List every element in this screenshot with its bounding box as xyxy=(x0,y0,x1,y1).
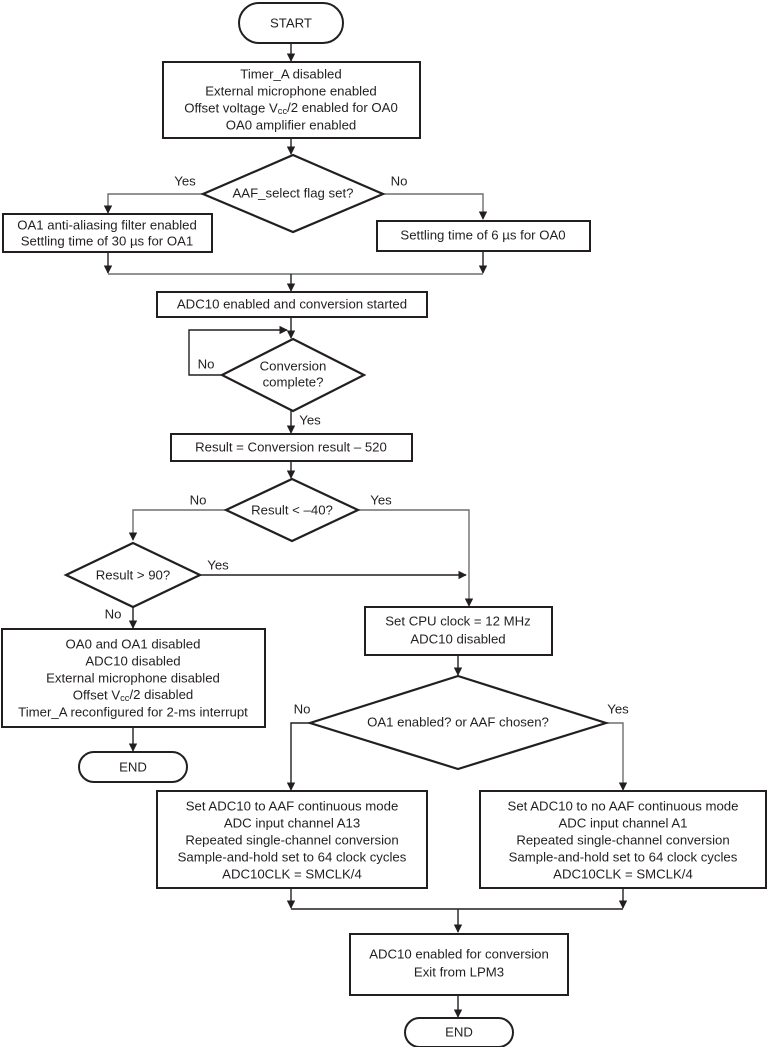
conversion-complete-shape xyxy=(219,337,367,413)
disable-all-line-2: ADC10 disabled xyxy=(85,653,180,668)
result-calc-shape xyxy=(170,433,413,462)
init-line-4: OA0 amplifier enabled xyxy=(226,117,356,132)
node-adc10-noaaf-mode[interactable]: Set ADC10 to no AAF continuous mode ADC … xyxy=(479,790,767,889)
node-adc10-enabled-conv[interactable]: ADC10 enabled for conversion Exit from L… xyxy=(349,933,569,996)
start-shape xyxy=(238,2,344,44)
edge-label-conv-no: No xyxy=(198,356,215,371)
disable-all-shape xyxy=(1,628,266,728)
edge-label-gt90-yes: Yes xyxy=(207,557,229,572)
start-label: START xyxy=(270,15,312,30)
edge-aaf-no xyxy=(383,193,488,220)
edge-conv-no-loop xyxy=(188,325,288,376)
node-adc10-aaf-mode[interactable]: Set ADC10 to AAF continuous mode ADC inp… xyxy=(156,790,428,889)
edge-lt40-yes xyxy=(358,509,474,607)
edge-label-aaf-no: No xyxy=(391,173,408,188)
settling-oa0-shape xyxy=(376,220,591,252)
node-result-calc[interactable]: Result = Conversion result – 520 xyxy=(170,433,413,462)
settling-oa0-label: Settling time of 6 µs for OA0 xyxy=(400,227,565,242)
conversion-complete-line-1: Conversion xyxy=(260,358,327,373)
result-gt-90-label: Result > 90? xyxy=(96,567,170,582)
end-left-shape xyxy=(78,751,188,783)
adc10-start-shape xyxy=(156,291,428,318)
aaf-select-shape xyxy=(200,153,386,234)
adc10-enabled-conv-line-2: Exit from LPM3 xyxy=(414,964,504,979)
edge-label-gt90-no: No xyxy=(105,606,122,621)
result-gt-90-shape xyxy=(63,541,203,609)
result-lt-40-shape xyxy=(223,477,361,543)
node-init[interactable]: Timer_A disabled External microphone ena… xyxy=(162,61,421,139)
set-cpu-clock-shape xyxy=(364,606,553,656)
oa1-filter-line-2: Settling time of 30 µs for OA1 xyxy=(21,233,194,248)
adc10-noaaf-mode-line-2: ADC input channel A1 xyxy=(558,815,687,830)
adc10-aaf-mode-line-2: ADC input channel A13 xyxy=(224,815,360,830)
end-left-label: END xyxy=(119,759,147,774)
node-result-gt-90[interactable]: Result > 90? xyxy=(63,541,203,609)
edge-label-oa1aaf-yes: Yes xyxy=(607,701,629,716)
node-settling-oa0[interactable]: Settling time of 6 µs for OA0 xyxy=(376,220,591,252)
adc10-aaf-mode-line-1: Set ADC10 to AAF continuous mode xyxy=(186,798,399,813)
oa1-or-aaf-label: OA1 enabled? or AAF chosen? xyxy=(367,714,549,729)
edge-label-conv-yes: Yes xyxy=(299,412,321,427)
adc10-aaf-mode-line-5: ADC10CLK = SMCLK/4 xyxy=(222,866,362,881)
edge-aaf-yes xyxy=(103,193,203,214)
oa1-filter-shape xyxy=(2,213,213,253)
oa1-or-aaf-shape xyxy=(306,674,610,771)
conversion-complete-line-2: complete? xyxy=(263,374,324,389)
node-end-left[interactable]: END xyxy=(78,751,188,783)
disable-all-line-5: Timer_A reconfigured for 2-ms interrupt xyxy=(18,704,248,719)
edge-lt40-no xyxy=(128,509,226,541)
edge-label-oa1aaf-no: No xyxy=(294,701,311,716)
adc10-noaaf-mode-line-4: Sample-and-hold set to 64 clock cycles xyxy=(509,849,738,864)
disable-all-line-4: Offset Vcc/2 disabled xyxy=(73,687,194,703)
node-oa1-or-aaf[interactable]: OA1 enabled? or AAF chosen? xyxy=(306,674,610,771)
adc10-noaaf-mode-line-1: Set ADC10 to no AAF continuous mode xyxy=(508,798,739,813)
node-disable-all[interactable]: OA0 and OA1 disabled ADC10 disabled Exte… xyxy=(1,628,266,728)
adc10-enabled-conv-line-1: ADC10 enabled for conversion xyxy=(369,946,549,961)
adc10-noaaf-mode-line-5: ADC10CLK = SMCLK/4 xyxy=(553,866,693,881)
result-calc-label: Result = Conversion result – 520 xyxy=(195,439,387,454)
connectors xyxy=(103,43,628,1018)
aaf-select-label: AAF_select flag set? xyxy=(233,185,354,200)
edge-oa1aaf-yes xyxy=(606,722,628,791)
init-line-1: Timer_A disabled xyxy=(240,66,341,81)
adc10-noaaf-mode-line-3: Repeated single-channel conversion xyxy=(516,832,729,847)
node-oa1-filter[interactable]: OA1 anti-aliasing filter enabled Settlin… xyxy=(2,213,213,253)
disable-all-line-1: OA0 and OA1 disabled xyxy=(66,636,201,651)
adc10-aaf-mode-line-4: Sample-and-hold set to 64 clock cycles xyxy=(178,849,407,864)
edge-oa1aaf-no xyxy=(286,722,310,791)
node-end-bottom[interactable]: END xyxy=(404,1017,514,1047)
set-cpu-clock-line-2: ADC10 disabled xyxy=(410,631,505,646)
node-aaf-select[interactable]: AAF_select flag set? xyxy=(200,153,386,234)
init-line-3: Offset voltage Vcc/2 enabled for OA0 xyxy=(184,100,398,116)
init-line-2: External microphone enabled xyxy=(205,83,377,98)
end-bottom-label: END xyxy=(445,1024,473,1039)
init-shape xyxy=(162,61,421,139)
end-bottom-shape xyxy=(404,1017,514,1047)
node-set-cpu-clock[interactable]: Set CPU clock = 12 MHz ADC10 disabled xyxy=(364,606,553,656)
adc10-enabled-conv-shape xyxy=(349,933,569,996)
edge-label-lt40-no: No xyxy=(190,492,207,507)
node-start[interactable]: START xyxy=(238,2,344,44)
adc10-aaf-mode-shape xyxy=(156,790,428,889)
adc10-aaf-mode-line-3: Repeated single-channel conversion xyxy=(185,832,398,847)
node-result-lt-40[interactable]: Result < –40? xyxy=(223,477,361,543)
oa1-filter-line-1: OA1 anti-aliasing filter enabled xyxy=(17,217,197,232)
node-conversion-complete[interactable]: Conversion complete? xyxy=(219,337,367,413)
edge-label-aaf-yes: Yes xyxy=(174,173,196,188)
disable-all-line-3: External microphone disabled xyxy=(46,670,220,685)
node-adc10-start[interactable]: ADC10 enabled and conversion started xyxy=(156,291,428,318)
set-cpu-clock-line-1: Set CPU clock = 12 MHz xyxy=(385,613,530,628)
edge-label-lt40-yes: Yes xyxy=(370,492,392,507)
adc10-start-label: ADC10 enabled and conversion started xyxy=(177,296,407,311)
adc10-noaaf-mode-shape xyxy=(479,790,767,889)
result-lt-40-label: Result < –40? xyxy=(251,502,333,517)
